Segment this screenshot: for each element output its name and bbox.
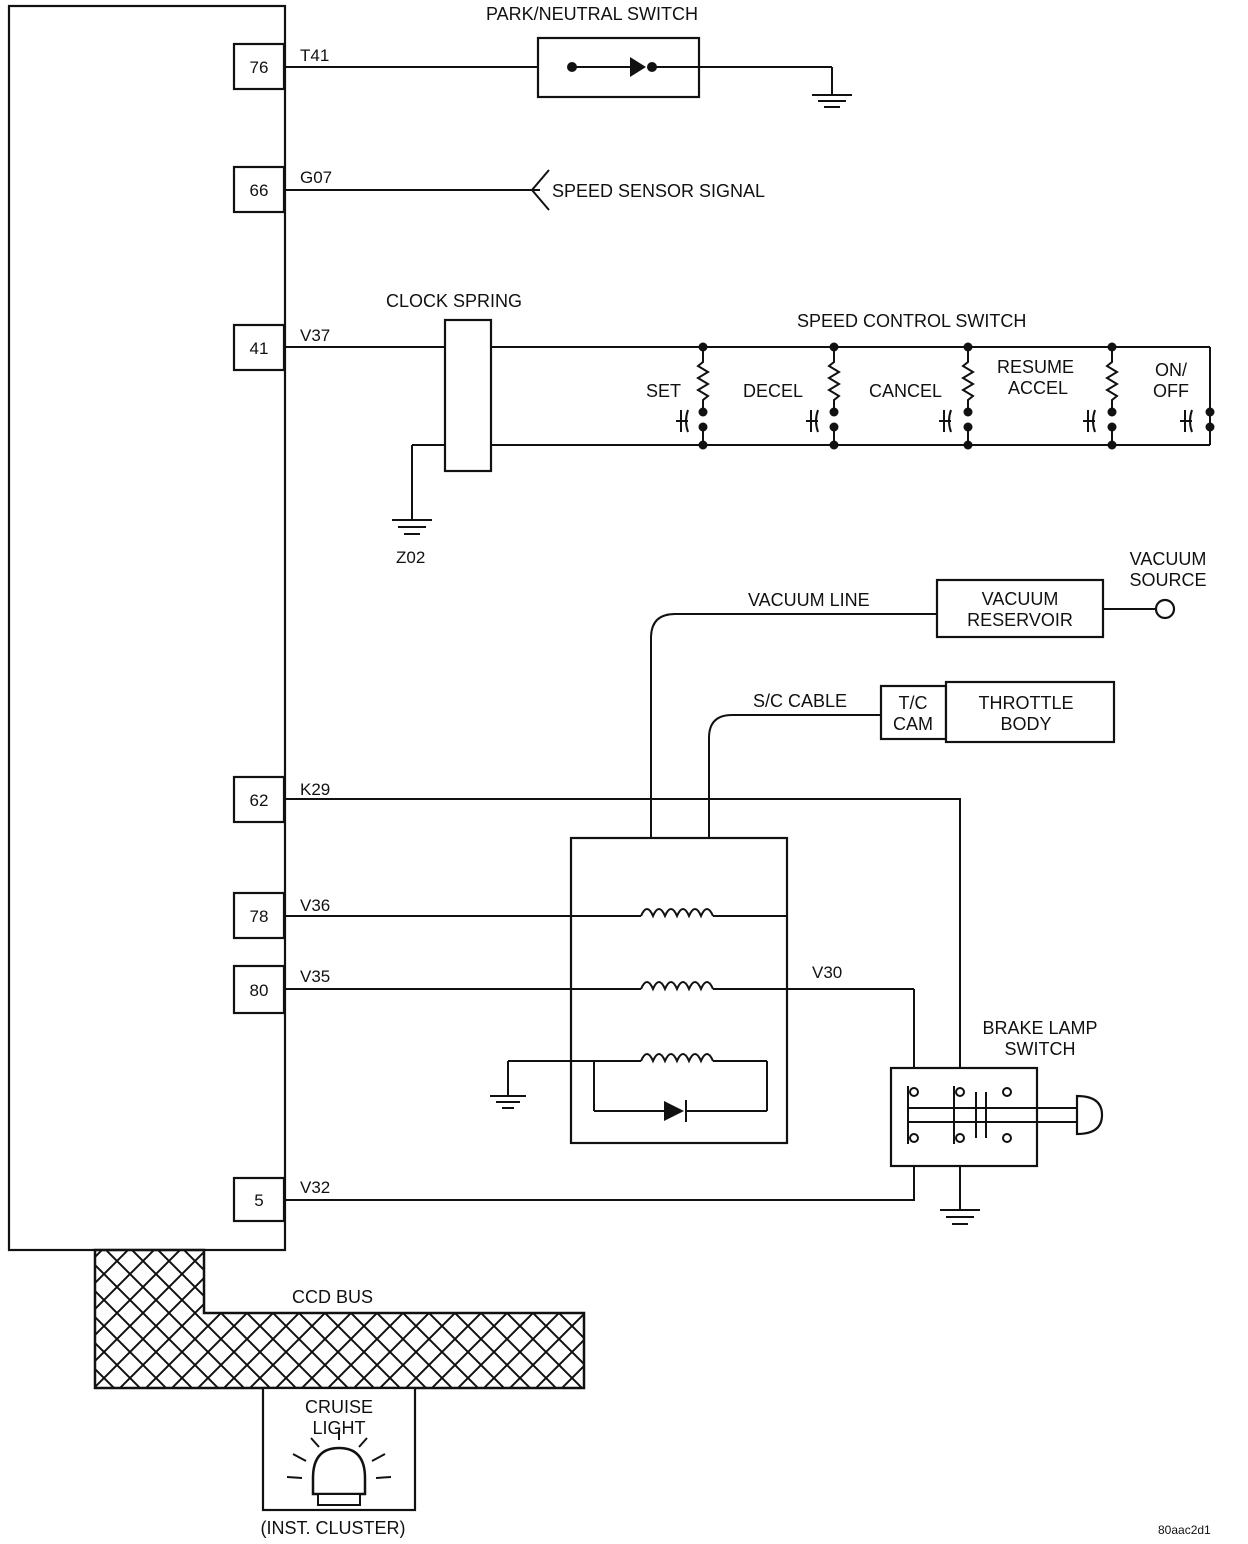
ccd-bus: CCD BUS [93, 1248, 586, 1390]
ground-icon [392, 519, 432, 535]
cruise-light-label-2: LIGHT [312, 1418, 365, 1438]
switch-accel-label: ACCEL [1008, 378, 1068, 398]
throttle-body-label-1: THROTTLE [978, 693, 1073, 713]
brake-lamp-switch: BRAKE LAMP SWITCH [889, 1018, 1104, 1225]
cruise-light: CRUISE LIGHT (INST. CLUSTER) [260, 1386, 417, 1538]
ground-icon [940, 1209, 980, 1225]
vacuum-source-label-1: VACUUM [1130, 549, 1207, 569]
wire-T41: T41 [300, 46, 329, 65]
pin-box-41 [232, 323, 286, 372]
wire-V35: V35 [300, 967, 330, 986]
brake-lamp-label-2: SWITCH [1005, 1039, 1076, 1059]
speed-control-switch-label: SPEED CONTROL SWITCH [797, 311, 1026, 331]
switch-off-label: OFF [1153, 381, 1189, 401]
pin-box-78 [232, 891, 286, 940]
diode-icon [664, 1101, 684, 1121]
throttle-body-label-2: BODY [1000, 714, 1051, 734]
switch-decel-label: DECEL [743, 381, 803, 401]
pin-box-80 [232, 964, 286, 1015]
clock-spring: CLOCK SPRING Z02 [285, 291, 522, 567]
inst-cluster-label: (INST. CLUSTER) [260, 1518, 405, 1538]
ground-icon [490, 1095, 526, 1109]
switch-set: SET [646, 342, 710, 450]
bulb-icon [286, 1430, 392, 1506]
ground-icon [812, 94, 852, 108]
connector-pins: 76 66 41 62 78 80 5 [232, 42, 286, 1223]
speed-sensor: SPEED SENSOR SIGNAL [285, 169, 765, 211]
brake-lamp-label-1: BRAKE LAMP [982, 1018, 1097, 1038]
switch-decel: DECEL [743, 342, 841, 450]
switch-set-label: SET [646, 381, 681, 401]
pin-5: 5 [254, 1191, 263, 1210]
pin-box-62 [232, 775, 286, 824]
pin-78: 78 [250, 907, 269, 926]
speed-control-module [7, 4, 287, 1252]
switch-cancel-label: CANCEL [869, 381, 942, 401]
pin-41: 41 [250, 339, 269, 358]
wire-V30: V30 [812, 963, 842, 982]
ccd-bus-label: CCD BUS [292, 1287, 373, 1307]
switch-on-off: ON/ OFF [1153, 360, 1215, 433]
ground-z02-label: Z02 [396, 548, 425, 567]
wire-V36: V36 [300, 896, 330, 915]
vacuum-reservoir-label-2: RESERVOIR [967, 610, 1073, 630]
cruise-light-label-1: CRUISE [305, 1397, 373, 1417]
switch-on-label: ON/ [1155, 360, 1187, 380]
pin-80: 80 [250, 981, 269, 1000]
wire-G07: G07 [300, 168, 332, 187]
pin-62: 62 [250, 791, 269, 810]
speed-control-switch: SPEED CONTROL SWITCH SET D [491, 311, 1215, 450]
tc-cam-label-1: T/C [899, 693, 928, 713]
pin-box-5 [232, 1176, 286, 1223]
park-neutral-switch: PARK/NEUTRAL SWITCH [285, 4, 852, 108]
servo-unit [285, 836, 914, 1145]
pin-66: 66 [250, 181, 269, 200]
vacuum-line-label: VACUUM LINE [748, 590, 870, 610]
pin-box-76 [232, 42, 286, 91]
wire-K29: K29 [300, 780, 330, 799]
pin-box-66 [232, 165, 286, 214]
figure-id: 80aac2d1 [1158, 1523, 1211, 1537]
sc-cable-label: S/C CABLE [753, 691, 847, 711]
pin-76: 76 [250, 58, 269, 77]
clock-spring-label: CLOCK SPRING [386, 291, 522, 311]
park-neutral-label: PARK/NEUTRAL SWITCH [486, 4, 698, 24]
vacuum-source-label-2: SOURCE [1129, 570, 1206, 590]
speed-sensor-label: SPEED SENSOR SIGNAL [552, 181, 765, 201]
throttle-cable: S/C CABLE T/C CAM THROTTLE BODY [708, 680, 1116, 838]
wire-V37: V37 [300, 326, 330, 345]
switch-resume-label: RESUME [997, 357, 1074, 377]
vacuum-reservoir-label-1: VACUUM [982, 589, 1059, 609]
vacuum-system: VACUUM LINE VACUUM RESERVOIR VACUUM SOUR… [650, 549, 1207, 838]
switch-resume-accel: RESUME ACCEL [997, 342, 1119, 450]
switch-cancel: CANCEL [869, 342, 975, 450]
wire-V32: V32 [300, 1178, 330, 1197]
vacuum-source-icon [1154, 598, 1176, 620]
tc-cam-label-2: CAM [893, 714, 933, 734]
